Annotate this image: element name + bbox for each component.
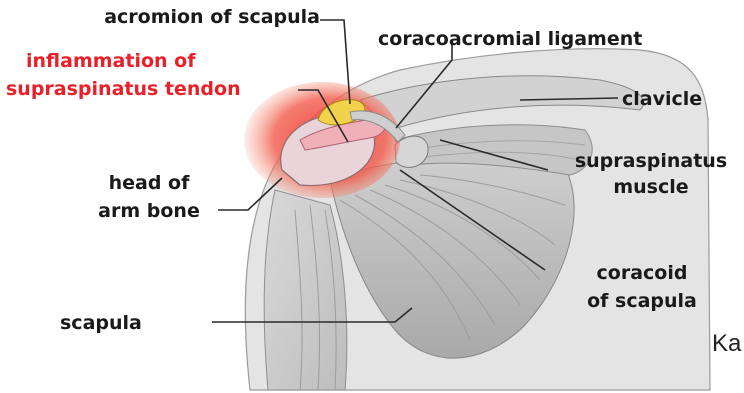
label-head-line1: head of <box>74 172 224 194</box>
label-head-line2: arm bone <box>74 200 224 222</box>
label-supraspinatus-line1: supraspinatus <box>560 150 742 172</box>
label-supraspinatus-line2: muscle <box>560 176 742 198</box>
label-coracoid-line2: of scapula <box>556 290 728 312</box>
label-coracoacromial: coracoacromial ligament <box>378 28 642 50</box>
label-scapula: scapula <box>60 312 142 334</box>
label-inflammation-line1: inflammation of <box>26 50 195 72</box>
label-acromion: acromion of scapula <box>24 6 320 28</box>
label-clavicle: clavicle <box>622 88 702 110</box>
corner-text: Ka <box>712 330 741 358</box>
label-coracoid-line1: coracoid <box>556 262 728 284</box>
label-inflammation-line2: supraspinatus tendon <box>6 78 241 100</box>
